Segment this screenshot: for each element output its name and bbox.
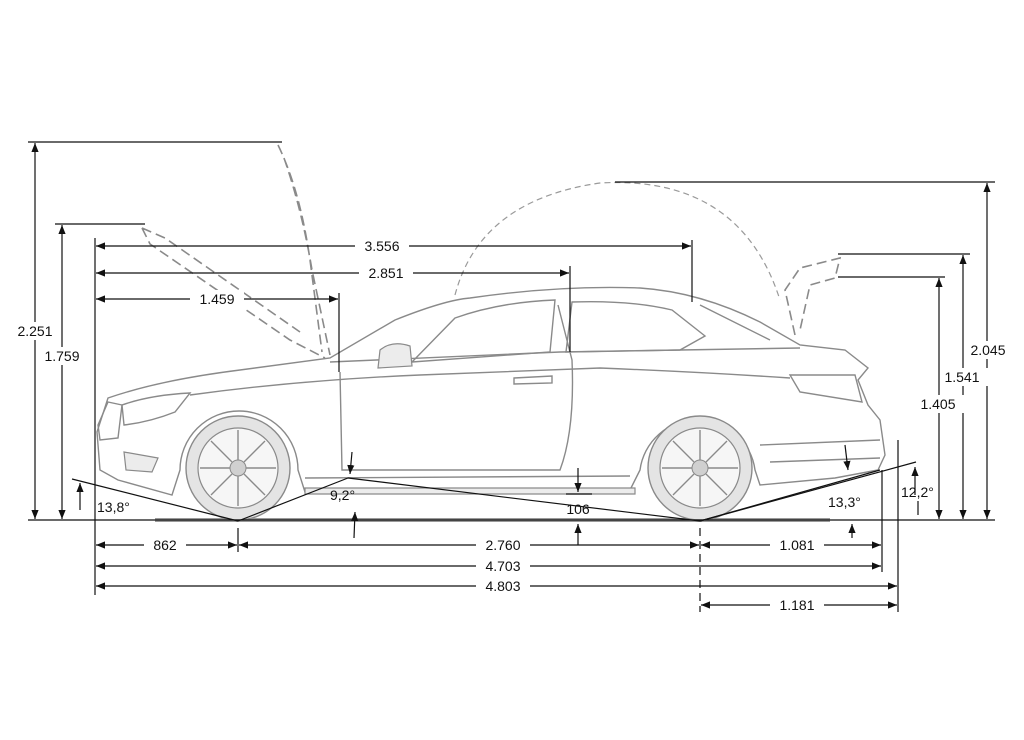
dim-ground-clearance: 106 <box>566 501 590 517</box>
front-wheel <box>185 415 291 521</box>
angle-annotations: 13,8° 9,2° 13,3° 12,2° <box>71 444 934 539</box>
dim-rear-overhang: 1.081 <box>779 537 814 553</box>
rear-bumper <box>759 439 881 463</box>
door-handle <box>513 375 553 385</box>
open-trunk-outline <box>784 256 842 336</box>
fog-light <box>123 451 159 473</box>
dim-overall-length: 4.803 <box>485 578 520 594</box>
rear-window <box>565 300 707 353</box>
dim-wheelbase: 2.760 <box>485 537 520 553</box>
raised-bonnet-outline <box>277 144 331 356</box>
open-bonnet-outline <box>141 227 326 359</box>
extension-lines <box>28 141 995 612</box>
front-window <box>410 299 556 363</box>
tail-light <box>788 374 863 403</box>
character-line <box>189 367 791 396</box>
dimension-lines: 3.556 2.851 1.459 862 2.760 1.081 4.703 … <box>10 143 1014 614</box>
sill-line <box>304 475 631 479</box>
side-skirt <box>304 487 636 495</box>
angle-12-2: 12,2° <box>901 484 934 500</box>
grille <box>97 401 123 441</box>
ramp-angle: 9,2° <box>330 487 355 503</box>
dim-height-1759: 1.759 <box>44 348 79 364</box>
rear-wheel <box>647 415 753 521</box>
dim-length-3556: 3.556 <box>364 238 399 254</box>
headlight <box>121 392 192 426</box>
rear-glass <box>699 304 771 341</box>
approach-angle: 13,8° <box>97 499 130 515</box>
dim-length-2851: 2.851 <box>368 265 403 281</box>
dim-length-1459: 1.459 <box>199 291 234 307</box>
dim-front-overhang: 862 <box>153 537 177 553</box>
open-door <box>339 304 574 471</box>
dim-length-body: 4.703 <box>485 558 520 574</box>
departure-angle: 13,3° <box>828 494 861 510</box>
dim-height-roof-open: 2.045 <box>970 342 1005 358</box>
dim-height-1405: 1.405 <box>920 396 955 412</box>
side-mirror <box>377 343 413 369</box>
car-body-outline <box>96 286 886 496</box>
dim-height-bonnet-open: 2.251 <box>17 323 52 339</box>
dim-rear-overhang-2: 1.181 <box>779 597 814 613</box>
roof-arc <box>454 181 781 301</box>
car-side-view <box>96 144 886 522</box>
dim-height-1541: 1.541 <box>944 369 979 385</box>
